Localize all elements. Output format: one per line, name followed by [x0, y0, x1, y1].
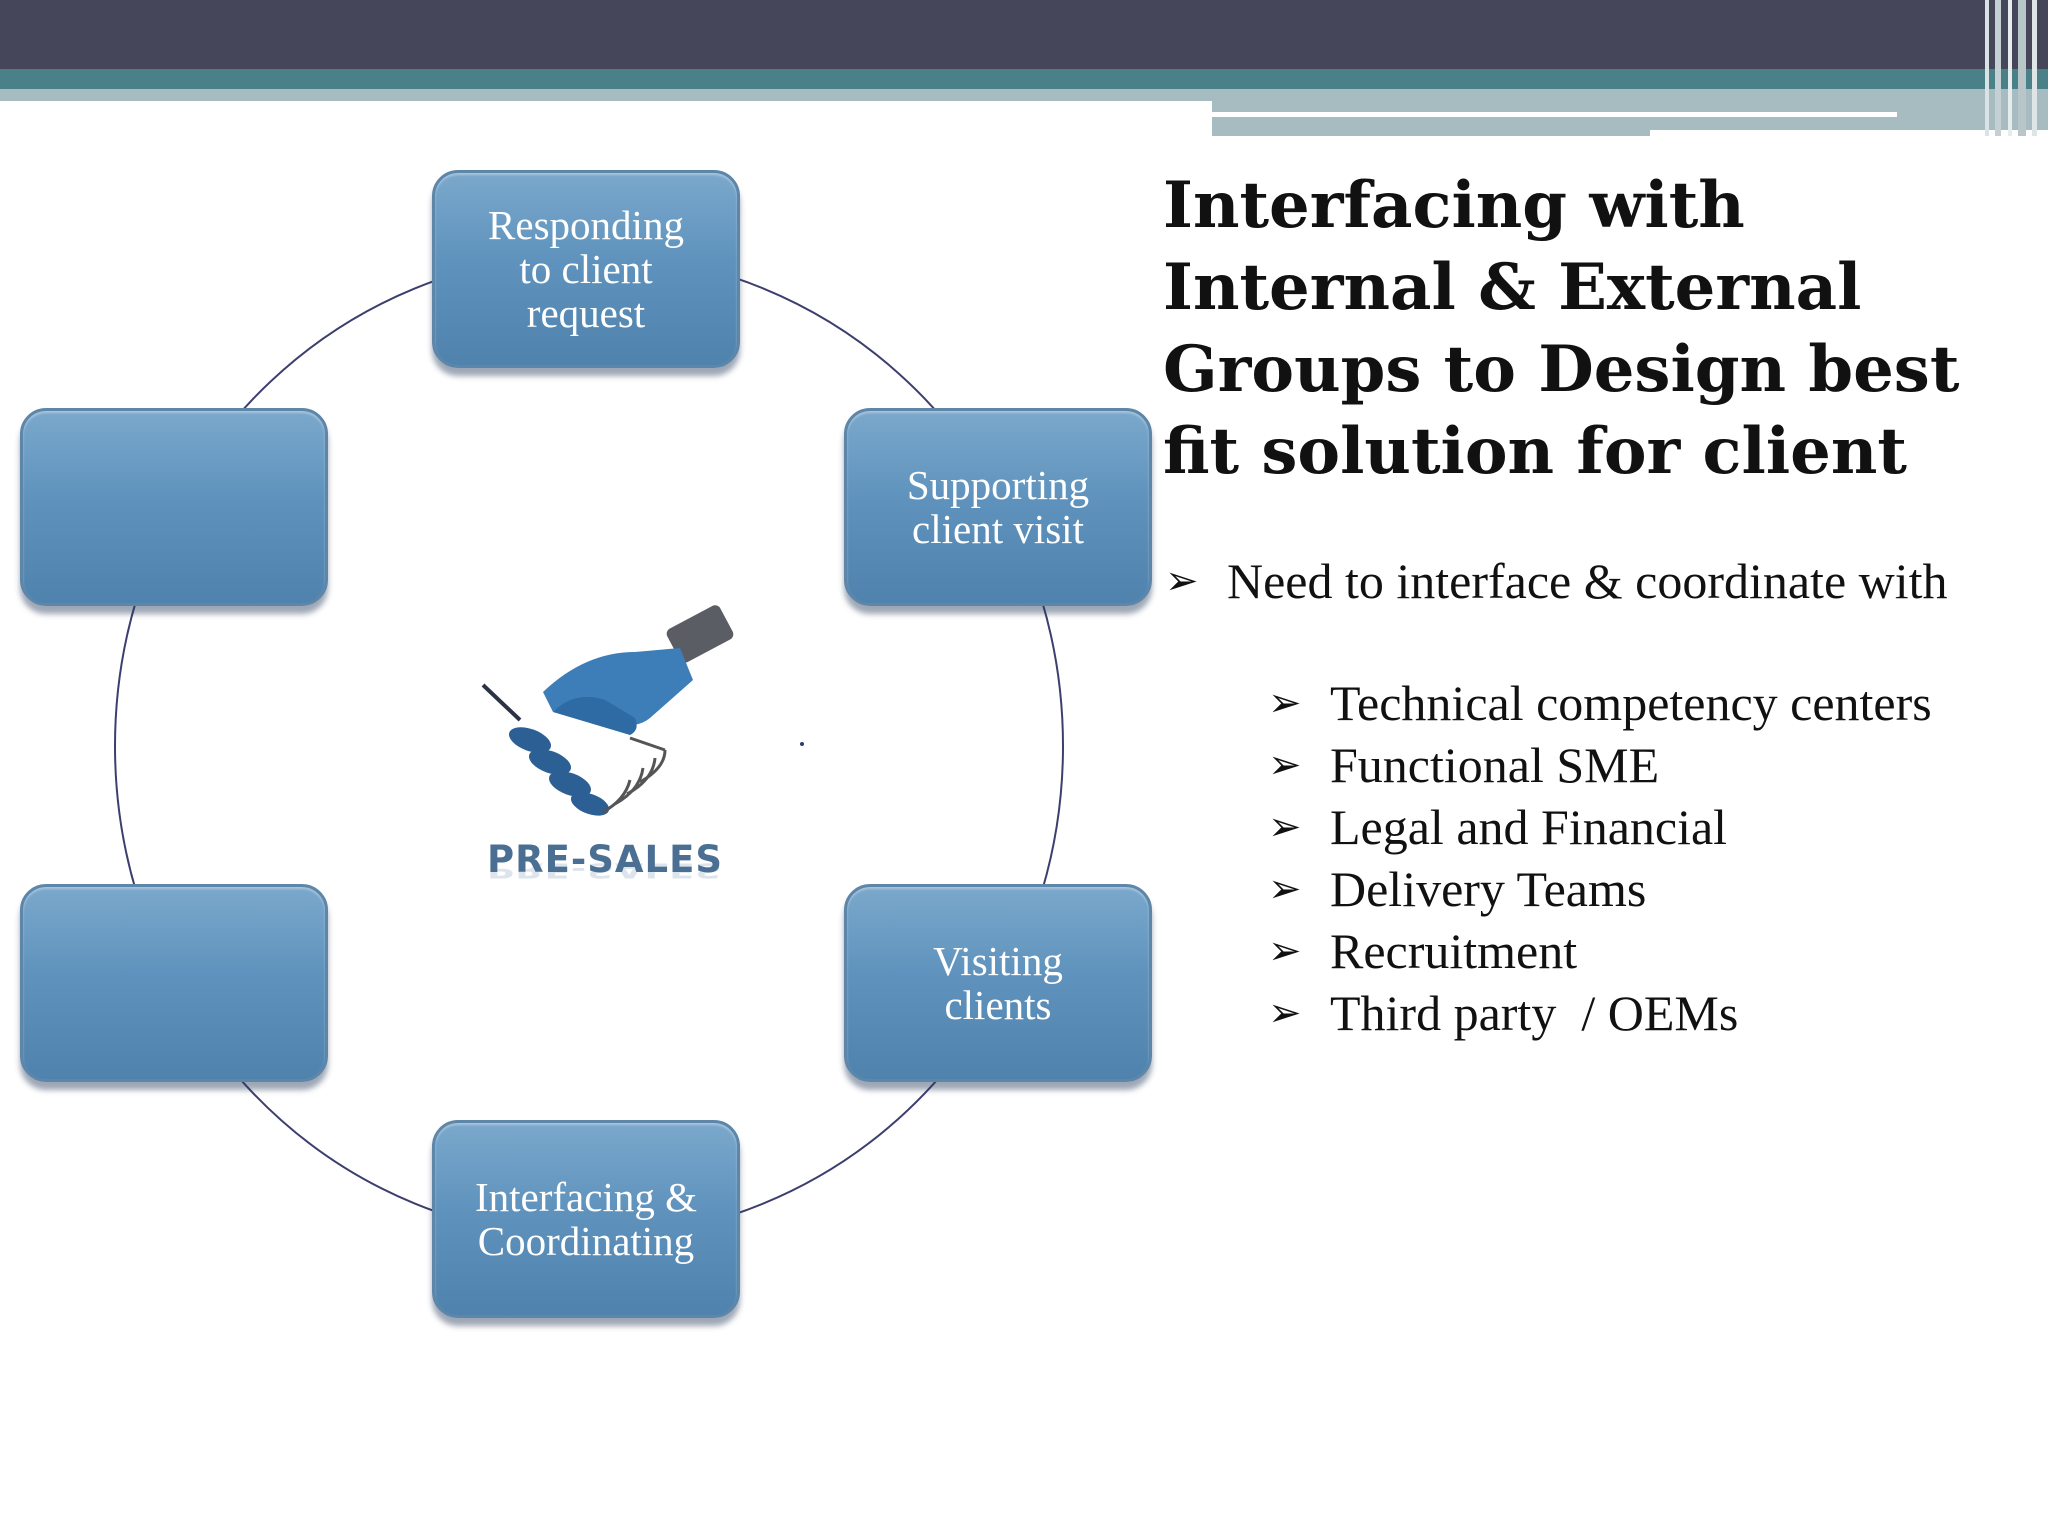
node-interfacing: Interfacing & Coordinating: [432, 1120, 740, 1318]
sub-bullet-list: ➢ Technical competency centers ➢ Functio…: [1163, 672, 2043, 1044]
node-visiting: Visiting clients: [844, 884, 1152, 1082]
arrow-bullet-icon: ➢: [1268, 742, 1302, 788]
sub-bullet-item: ➢ Legal and Financial: [1268, 796, 2043, 858]
stray-dot: [800, 742, 804, 746]
title-line: fit solution for client: [1163, 414, 1907, 489]
bullet-list: ➢ Need to interface & coordinate with ➢ …: [1163, 550, 2043, 1044]
presales-logo-reflection: PRE-SALES: [486, 858, 724, 882]
node-empty-left-bottom: [20, 884, 328, 1082]
arrow-bullet-icon: ➢: [1165, 558, 1199, 604]
arrow-bullet-icon: ➢: [1268, 804, 1302, 850]
sub-bullet-item: ➢ Functional SME: [1268, 734, 2043, 796]
presales-cycle-diagram: Responding to client request Supporting …: [0, 160, 1180, 1360]
sub-bullet-item: ➢ Delivery Teams: [1268, 858, 2043, 920]
header-bars: [0, 0, 2048, 136]
arrow-bullet-icon: ➢: [1268, 680, 1302, 726]
presales-logo: PRE-SALES PRE-SALES: [435, 590, 775, 940]
node-empty-left-top: [20, 408, 328, 606]
presales-logo-text: PRE-SALES: [486, 838, 724, 881]
node-responding: Responding to client request: [432, 170, 740, 368]
title-line: Groups to Design best: [1163, 332, 1960, 407]
bullet-main: ➢ Need to interface & coordinate with: [1163, 550, 2043, 612]
handshake-icon: [481, 605, 734, 816]
arrow-bullet-icon: ➢: [1268, 866, 1302, 912]
slide-title: Interfacing with Internal & External Gro…: [1163, 165, 2023, 493]
sub-bullet-item: ➢ Third party / OEMs: [1268, 982, 2043, 1044]
title-line: Internal & External: [1163, 250, 1862, 325]
arrow-bullet-icon: ➢: [1268, 928, 1302, 974]
sub-bullet-item: ➢ Technical competency centers: [1268, 672, 2043, 734]
arrow-bullet-icon: ➢: [1268, 990, 1302, 1036]
sub-bullet-item: ➢ Recruitment: [1268, 920, 2043, 982]
node-supporting: Supporting client visit: [844, 408, 1152, 606]
title-line: Interfacing with: [1163, 168, 1745, 243]
